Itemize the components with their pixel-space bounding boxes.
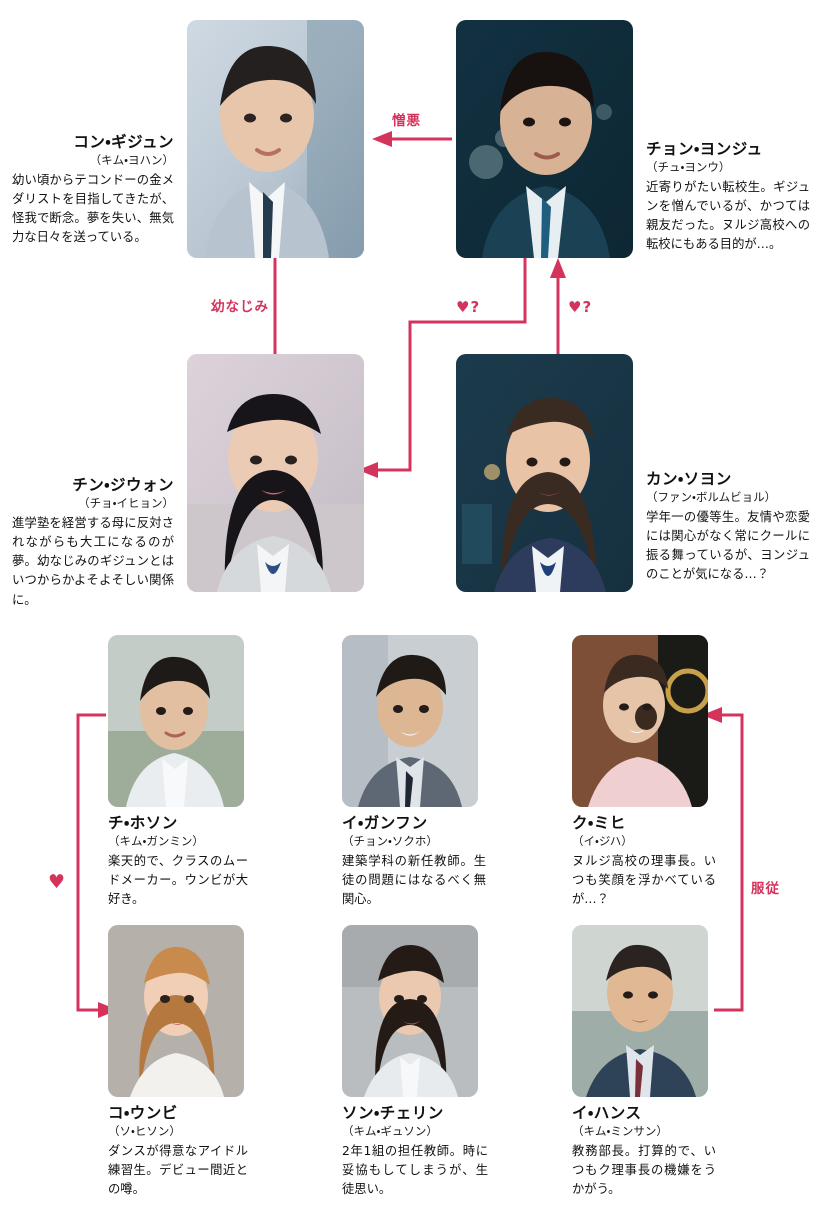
relation-label-hatred: 憎悪 bbox=[392, 113, 421, 129]
character-card-jin-jiwon: チン・ジウォン （チョ・イヒョン） 進学塾を経営する母に反対されながらも大工にな… bbox=[12, 476, 174, 610]
relation-label-hansu-obeys-mihi: 服従 bbox=[751, 881, 780, 897]
character-name: コン・ギジュン bbox=[73, 133, 174, 151]
relation-label-childhood-friends: 幼なじみ bbox=[211, 299, 269, 315]
photo-i-hansu[interactable] bbox=[572, 925, 708, 1097]
character-desc: 進学塾を経営する母に反対されながらも大工になるのが夢。幼なじみのギジュンとはいつ… bbox=[12, 516, 174, 607]
character-actor: （チョ・イヒョン） bbox=[78, 496, 174, 511]
character-actor: （チョン・ソクホ） bbox=[342, 834, 438, 849]
character-card-i-hansu: イ・ハンス （キム・ミンサン） 教務部長。打算的で、いつもク理事長の機嫌をうかが… bbox=[572, 1104, 716, 1199]
character-desc: 学年一の優等生。友情や恋愛には関心がなく常にクールに振る舞っているが、ヨンジュの… bbox=[646, 510, 810, 582]
character-desc: 教務部長。打算的で、いつもク理事長の機嫌をうかがう。 bbox=[572, 1144, 716, 1197]
character-card-kang-soyeon: カン・ソヨン （ファン・ボルムビョル） 学年一の優等生。友情や恋愛には関心がなく… bbox=[646, 470, 810, 585]
photo-jin-jiwon[interactable] bbox=[187, 354, 364, 592]
photo-image-kang-soyeon bbox=[456, 354, 633, 592]
character-card-gu-mihi: ク・ミヒ （イ・ジハ） ヌルジ高校の理事長。いつも笑顔を浮かべているが…？ bbox=[572, 814, 716, 909]
relation-label-soyeon-to-yeongju: ♥? bbox=[568, 298, 593, 316]
character-actor: （チュ・ヨンウ） bbox=[646, 160, 731, 175]
character-desc: 近寄りがたい転校生。ギジュンを憎んでいるが、かつては親友だった。ヌルジ高校への転… bbox=[646, 180, 810, 252]
character-actor: （ソ・ヒソン） bbox=[108, 1124, 181, 1139]
character-name: ク・ミヒ bbox=[572, 814, 626, 832]
character-name: カン・ソヨン bbox=[646, 470, 732, 488]
character-name: チ・ホソン bbox=[108, 814, 178, 832]
character-actor: （キム・ヨハン） bbox=[89, 153, 174, 168]
photo-son-cherin[interactable] bbox=[342, 925, 478, 1097]
bottom-connectors bbox=[76, 707, 744, 1018]
character-desc: ダンスが得意なアイドル練習生。デビュー間近との噂。 bbox=[108, 1144, 248, 1197]
character-name: イ・ハンス bbox=[572, 1104, 642, 1122]
photo-image-ko-unbi bbox=[108, 925, 244, 1097]
photo-gong-gijun[interactable] bbox=[187, 20, 364, 258]
character-name: チン・ジウォン bbox=[72, 476, 174, 494]
character-desc: 2年1組の担任教師。時に妥協もしてしまうが、生徒思い。 bbox=[342, 1144, 488, 1197]
character-actor: （ファン・ボルムビョル） bbox=[646, 490, 777, 505]
character-card-jeong-yeongju: チョン・ヨンジュ （チュ・ヨンウ） 近寄りがたい転校生。ギジュンを憎んでいるが、… bbox=[646, 140, 810, 255]
relation-label-soyeon-to-jiwon: ♥? bbox=[456, 298, 481, 316]
photo-image-i-ganghun bbox=[342, 635, 478, 807]
character-name: ソン・チェリン bbox=[342, 1104, 444, 1122]
top-connectors bbox=[273, 131, 566, 478]
photo-kang-soyeon[interactable] bbox=[456, 354, 633, 592]
character-card-ji-hoson: チ・ホソン （キム・ガンミン） 楽天的で、クラスのムードメーカー。ウンビが大好き… bbox=[108, 814, 248, 909]
photo-image-i-hansu bbox=[572, 925, 708, 1097]
photo-image-jeong-yeongju bbox=[456, 20, 633, 258]
photo-jeong-yeongju[interactable] bbox=[456, 20, 633, 258]
photo-gu-mihi[interactable] bbox=[572, 635, 708, 807]
character-desc: 建築学科の新任教師。生徒の問題にはなるべく無関心。 bbox=[342, 854, 486, 907]
character-card-son-cherin: ソン・チェリン （キム・ギュソン） 2年1組の担任教師。時に妥協もしてしまうが、… bbox=[342, 1104, 488, 1199]
character-actor: （キム・ガンミン） bbox=[108, 834, 204, 849]
character-card-i-ganghun: イ・ガンフン （チョン・ソクホ） 建築学科の新任教師。生徒の問題にはなるべく無関… bbox=[342, 814, 486, 909]
character-desc: 楽天的で、クラスのムードメーカー。ウンビが大好き。 bbox=[108, 854, 248, 907]
character-desc: 幼い頃からテコンドーの金メダリストを目指してきたが、怪我で断念。夢を失い、無気力… bbox=[12, 173, 174, 245]
character-actor: （キム・ギュソン） bbox=[342, 1124, 438, 1139]
photo-image-gong-gijun bbox=[187, 20, 364, 258]
photo-i-ganghun[interactable] bbox=[342, 635, 478, 807]
character-name: イ・ガンフン bbox=[342, 814, 428, 832]
photo-image-son-cherin bbox=[342, 925, 478, 1097]
photo-image-gu-mihi bbox=[572, 635, 708, 807]
photo-image-jin-jiwon bbox=[187, 354, 364, 592]
character-card-gong-gijun: コン・ギジュン （キム・ヨハン） 幼い頃からテコンドーの金メダリストを目指してき… bbox=[12, 133, 174, 248]
character-card-ko-unbi: コ・ウンビ （ソ・ヒソン） ダンスが得意なアイドル練習生。デビュー間近との噂。 bbox=[108, 1104, 248, 1199]
character-desc: ヌルジ高校の理事長。いつも笑顔を浮かべているが…？ bbox=[572, 854, 716, 907]
photo-image-ji-hoson bbox=[108, 635, 244, 807]
photo-ji-hoson[interactable] bbox=[108, 635, 244, 807]
character-name: コ・ウンビ bbox=[108, 1104, 178, 1122]
character-actor: （キム・ミンサン） bbox=[572, 1124, 668, 1139]
relation-label-hoson-loves-unbi: ♥ bbox=[48, 871, 66, 893]
character-actor: （イ・ジハ） bbox=[572, 834, 633, 849]
character-name: チョン・ヨンジュ bbox=[646, 140, 763, 158]
photo-ko-unbi[interactable] bbox=[108, 925, 244, 1097]
